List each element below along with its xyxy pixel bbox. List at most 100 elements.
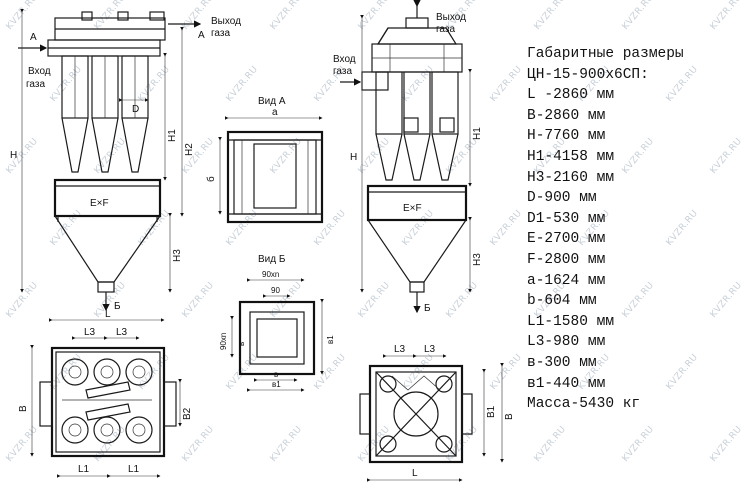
front-view: D E×F Б А Вход газа А Выход газа H H1 H2	[10, 9, 241, 312]
side-view: Выход газа Вход газа E×F Б H	[333, 0, 483, 314]
gas-outlet-label-1: Выход	[211, 16, 241, 27]
watermark-text: KVZR.RU	[489, 64, 525, 104]
h-label-front: H	[10, 150, 17, 161]
dim-a-label: а	[272, 107, 278, 118]
watermark-text: KVZR.RU	[93, 424, 129, 464]
diameter-label: D	[132, 104, 139, 115]
h2-label-front: H2	[184, 143, 195, 156]
plan-view-left: L L3 L3 B B2 L1 L1	[18, 309, 193, 478]
watermark-text: KVZR.RU	[709, 0, 745, 32]
spec-line: в1-440 мм	[527, 375, 606, 392]
watermark-text: KVZR.RU	[49, 64, 85, 104]
spec-line: D-900 мм	[527, 190, 597, 207]
gas-outlet-label-side-1: Выход	[436, 12, 466, 23]
spec-line: H1-4158 мм	[527, 148, 615, 165]
h3-label-side: H3	[472, 253, 483, 266]
arrow-a-label-left: А	[30, 32, 37, 43]
arrow-b-label-side: Б	[424, 303, 431, 314]
view-b: Вид Б 90хn 90 90хn в в1 в в1	[219, 254, 335, 392]
spec-line: F-2800 мм	[527, 251, 606, 268]
spec-line: Габаритные размеры	[527, 46, 684, 62]
b-label-plan: B	[18, 405, 29, 412]
watermark-text: KVZR.RU	[225, 352, 261, 392]
spec-line: ЦН-15-900х6СП:	[527, 66, 649, 83]
spec-line: L3-980 мм	[527, 334, 606, 351]
spec-line: H3-2160 мм	[527, 169, 615, 186]
exf-label-front: E×F	[90, 198, 109, 209]
watermark-text: KVZR.RU	[401, 208, 437, 248]
watermark-text: KVZR.RU	[269, 424, 305, 464]
b-label-right: B	[504, 413, 515, 420]
gas-inlet-label-side-1: Вход	[333, 54, 356, 65]
gas-outlet-label-side-2: газа	[436, 24, 455, 35]
watermark-text: KVZR.RU	[445, 280, 481, 320]
watermark-text: KVZR.RU	[181, 280, 217, 320]
spec-line: H-7760 мм	[527, 128, 606, 145]
watermark-text: KVZR.RU	[401, 64, 437, 104]
spec-line: E-2700 мм	[527, 231, 606, 248]
l3-label-plan-2: L3	[116, 327, 128, 338]
spec-line: L1-1580 мм	[527, 313, 615, 330]
l-label-right: L	[412, 468, 418, 479]
gas-inlet-label-2: газа	[26, 79, 45, 90]
spec-line: B-2860 мм	[527, 107, 606, 124]
watermark-text: KVZR.RU	[5, 0, 41, 32]
view-a-title: Вид А	[258, 96, 286, 107]
watermark-text: KVZR.RU	[181, 424, 217, 464]
watermark-text: KVZR.RU	[5, 280, 41, 320]
gas-inlet-label-1: Вход	[28, 66, 51, 77]
spec-line: D1-530 мм	[527, 210, 606, 227]
dim-v-side: в	[237, 342, 246, 346]
watermark-text: KVZR.RU	[313, 352, 349, 392]
arrow-a-label-right: А	[198, 30, 205, 41]
dim-v1-side: в1	[326, 335, 335, 344]
l1-label-plan-2: L1	[128, 464, 140, 475]
dim-90xn-top: 90хn	[262, 270, 279, 279]
watermark-text: KVZR.RU	[533, 0, 569, 32]
dim-90-label: 90	[271, 286, 280, 295]
dim-v1-bottom: в1	[272, 380, 281, 389]
watermark-text: KVZR.RU	[533, 424, 569, 464]
watermark-text: KVZR.RU	[269, 136, 305, 176]
plan-view-right: L3 L3 B1 B L	[359, 344, 515, 482]
watermark-text: KVZR.RU	[137, 64, 173, 104]
l1-label-plan-1: L1	[78, 464, 90, 475]
l3-label-plan-1: L3	[84, 327, 96, 338]
dim-b-label: б	[205, 176, 217, 182]
watermark-text: KVZR.RU	[269, 0, 305, 32]
h3-label-front: H3	[172, 249, 183, 262]
watermark-text: KVZR.RU	[489, 352, 525, 392]
dim-90xn-side: 90хn	[219, 333, 228, 350]
watermark-text: KVZR.RU	[93, 0, 129, 32]
h1-label-side: H1	[472, 127, 483, 140]
spec-line: a-1624 мм	[527, 272, 606, 289]
gas-inlet-label-side-2: газа	[333, 66, 352, 77]
l3-label-right-2: L3	[424, 344, 436, 355]
watermark-text: KVZR.RU	[49, 352, 85, 392]
watermark-text: KVZR.RU	[225, 64, 261, 104]
view-b-title: Вид Б	[258, 254, 286, 265]
b2-label-plan: B2	[182, 407, 193, 420]
arrow-b-label: Б	[114, 301, 121, 312]
l-label-plan: L	[105, 309, 111, 320]
b1-label-right: B1	[486, 405, 497, 418]
spec-line: L -2860 мм	[527, 87, 615, 104]
spec-line: в-300 мм	[527, 354, 597, 371]
watermark-text: KVZR.RU	[709, 424, 745, 464]
watermark-text: KVZR.RU	[621, 424, 657, 464]
h-label-side: H	[350, 152, 357, 163]
exf-label-side: E×F	[403, 203, 422, 214]
gas-outlet-label-2: газа	[211, 28, 230, 39]
spec-line: b-604 мм	[527, 293, 597, 310]
watermark-text: KVZR.RU	[621, 0, 657, 32]
l3-label-right-1: L3	[394, 344, 406, 355]
dim-v-bottom: в	[274, 370, 278, 379]
watermark-text: KVZR.RU	[5, 424, 41, 464]
h1-label-front: H1	[167, 129, 178, 142]
spec-line: Масса-5430 кг	[527, 396, 641, 413]
watermark-text: KVZR.RU	[137, 352, 173, 392]
view-a: Вид А а б	[205, 96, 324, 224]
